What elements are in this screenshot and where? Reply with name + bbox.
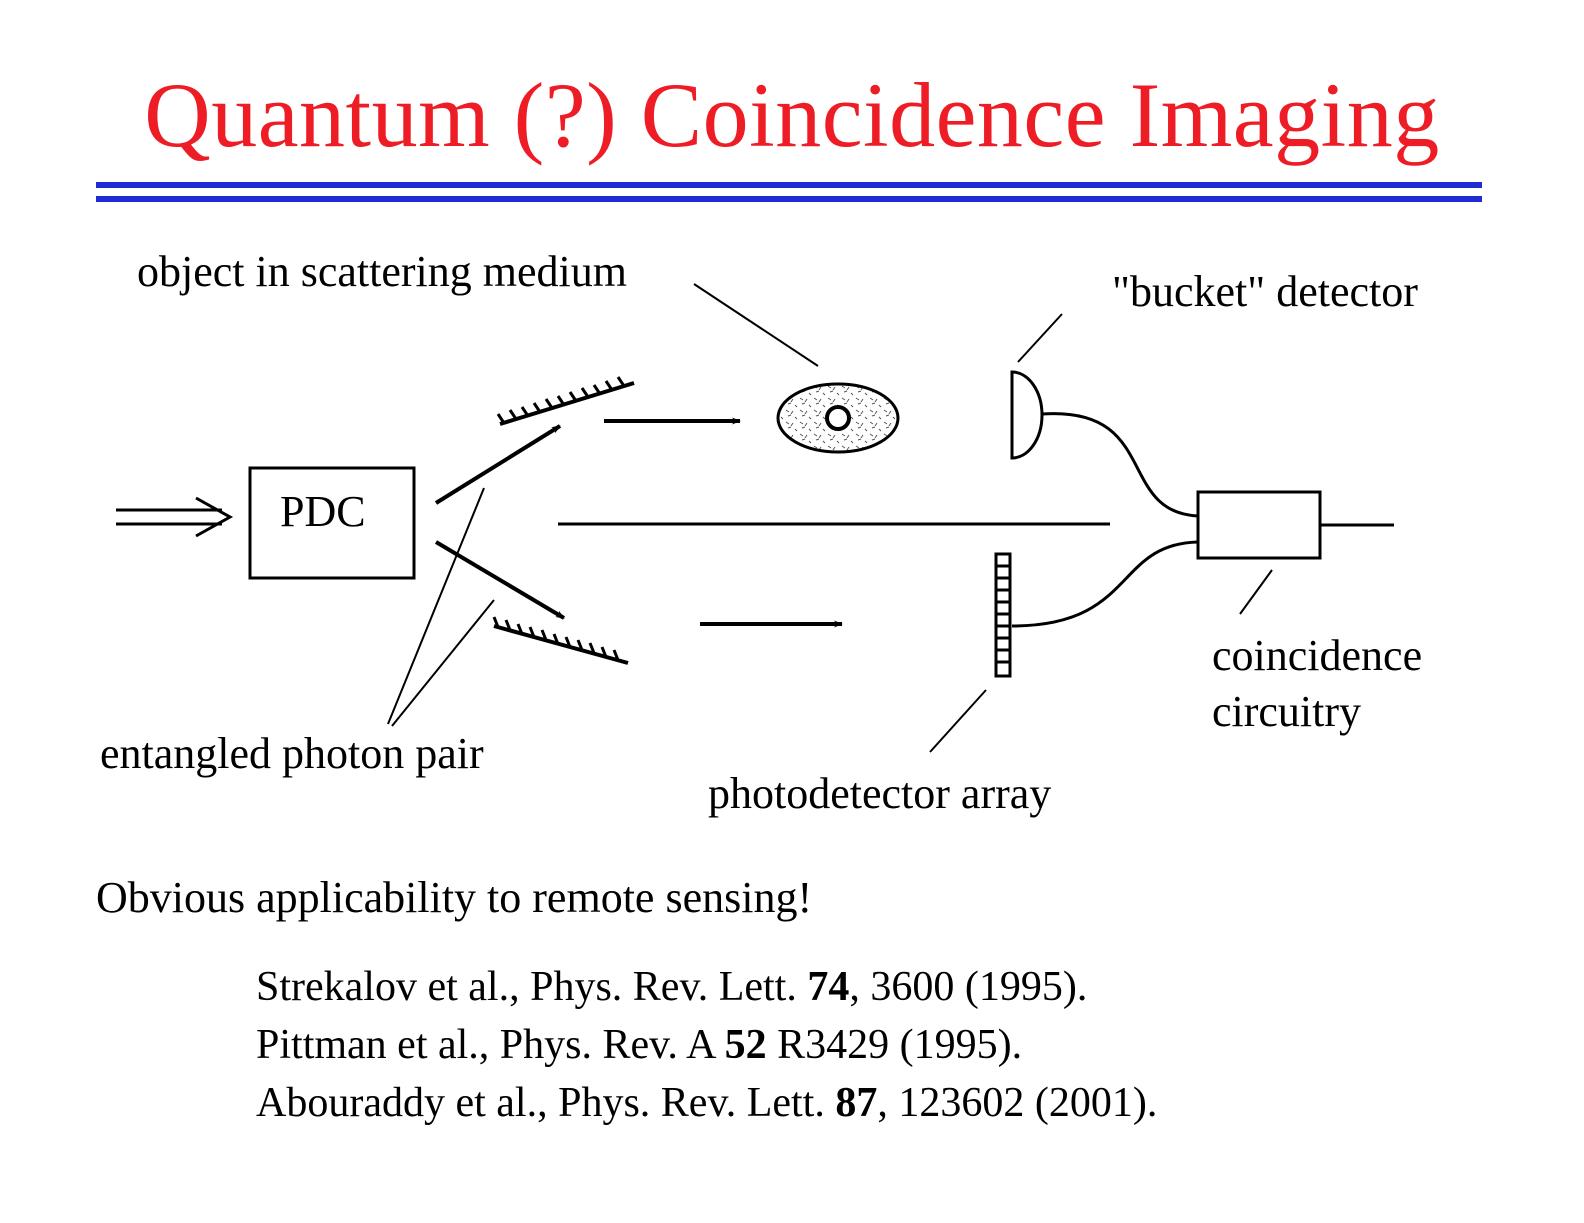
coincidence-label-line2: circuitry	[1212, 687, 1362, 736]
coincidence-label-line1: coincidence	[1212, 631, 1423, 680]
array-cable	[1011, 540, 1199, 628]
pdc-label: PDC	[280, 487, 366, 536]
pair-leader-line-upper	[387, 487, 485, 725]
remote-sensing-note: Obvious applicability to remote sensing!	[96, 873, 813, 922]
bucket-cable	[1041, 412, 1199, 518]
pump-beam-arrow	[116, 496, 234, 538]
entangled-pair-label: entangled photon pair	[100, 729, 484, 778]
array-leader-line	[929, 689, 987, 753]
scattering-object	[776, 382, 900, 454]
title-rule-bottom	[96, 196, 1482, 202]
bucket-leader-line	[1017, 313, 1063, 363]
upper-photon-arrow	[434, 424, 562, 505]
lower-photon-arrow	[434, 540, 566, 620]
reference-3: Abouraddy et al., Phys. Rev. Lett. 87, 1…	[256, 1080, 1158, 1126]
coincidence-leader-line	[1239, 569, 1273, 615]
reference-2: Pittman et al., Phys. Rev. A 52 R3429 (1…	[256, 1022, 1023, 1068]
object-leader-line	[693, 283, 819, 367]
photodetector-array-label: photodetector array	[708, 769, 1052, 818]
object-label: object in scattering medium	[137, 247, 627, 296]
reference-1: Strekalov et al., Phys. Rev. Lett. 74, 3…	[256, 964, 1088, 1010]
bucket-detector	[1010, 370, 1044, 460]
coincidence-box	[1196, 490, 1322, 560]
photodetector-array	[994, 552, 1012, 678]
upper-mirror	[496, 376, 635, 426]
pdc-box	[248, 466, 416, 580]
pair-leader-line-lower	[391, 599, 495, 727]
references-list: Strekalov et al., Phys. Rev. Lett. 74, 3…	[256, 958, 1157, 1132]
bucket-detector-label: "bucket" detector	[1112, 267, 1418, 316]
slide-title: Quantum (?) Coincidence Imaging	[144, 64, 1440, 166]
lower-mirror	[492, 616, 629, 665]
title-rule-top	[96, 182, 1482, 188]
